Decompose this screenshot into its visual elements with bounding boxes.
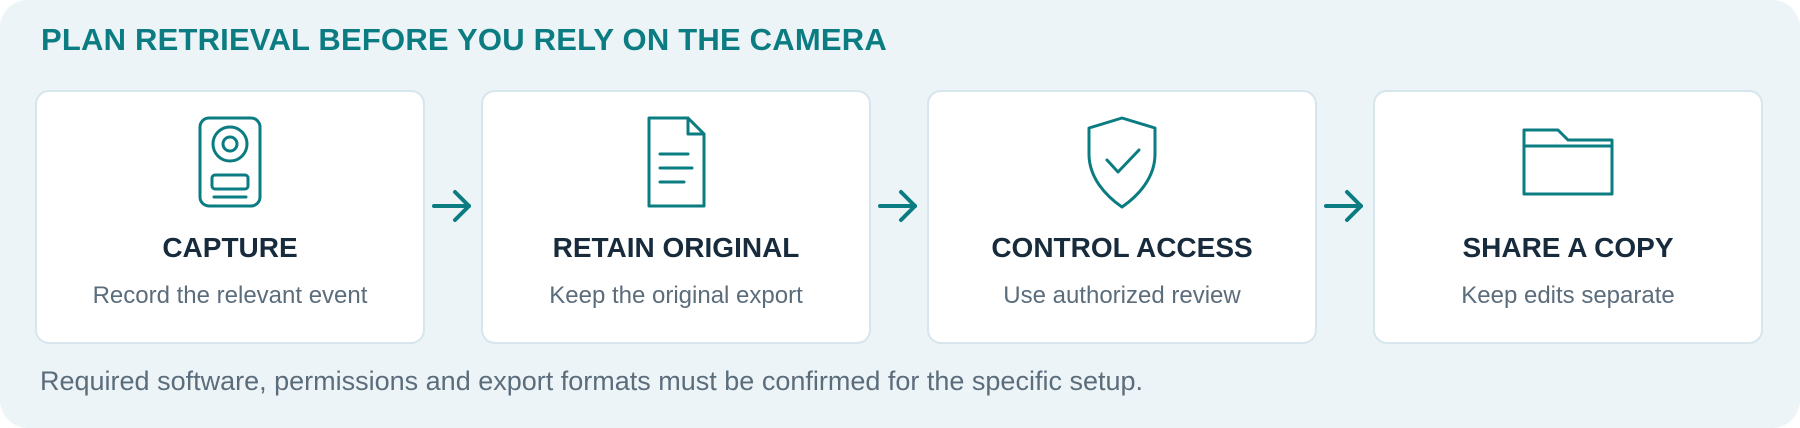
step-title: RETAIN ORIGINAL [552, 232, 800, 263]
folder-icon [1518, 116, 1618, 212]
step-description: Keep the original export [549, 282, 803, 309]
doorbell-camera-icon [180, 116, 280, 212]
step-description: Keep edits separate [1461, 282, 1675, 309]
arrow-right-icon [877, 186, 921, 226]
step-card-retain-original: RETAIN ORIGINAL Keep the original export [481, 90, 871, 344]
step-title: CAPTURE [162, 232, 298, 263]
step-description: Record the relevant event [92, 282, 368, 309]
panel-title: PLAN RETRIEVAL BEFORE YOU RELY ON THE CA… [41, 22, 887, 57]
document-icon [626, 116, 726, 212]
step-card-capture: CAPTURE Record the relevant event [35, 90, 425, 344]
step-card-control-access: CONTROL ACCESS Use authorized review [927, 90, 1317, 344]
step-title: SHARE A COPY [1462, 232, 1674, 263]
step-title: CONTROL ACCESS [991, 232, 1253, 263]
footnote: Required software, permissions and expor… [40, 366, 1143, 396]
step-card-share-a-copy: SHARE A COPY Keep edits separate [1373, 90, 1763, 344]
shield-check-icon [1072, 116, 1172, 212]
arrow-right-icon [431, 186, 475, 226]
step-description: Use authorized review [1003, 282, 1241, 309]
arrow-right-icon [1323, 186, 1367, 226]
